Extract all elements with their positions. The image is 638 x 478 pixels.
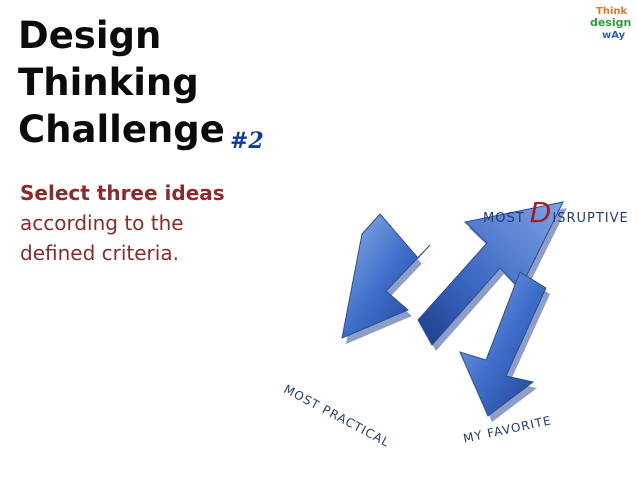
label-most-disruptive-initial: D (530, 196, 553, 229)
label-most-disruptive-prefix: MOST (483, 211, 525, 226)
label-most-disruptive: MOST DISRUPTIVE (483, 196, 629, 229)
label-most-disruptive-rest: ISRUPTIVE (552, 211, 628, 226)
